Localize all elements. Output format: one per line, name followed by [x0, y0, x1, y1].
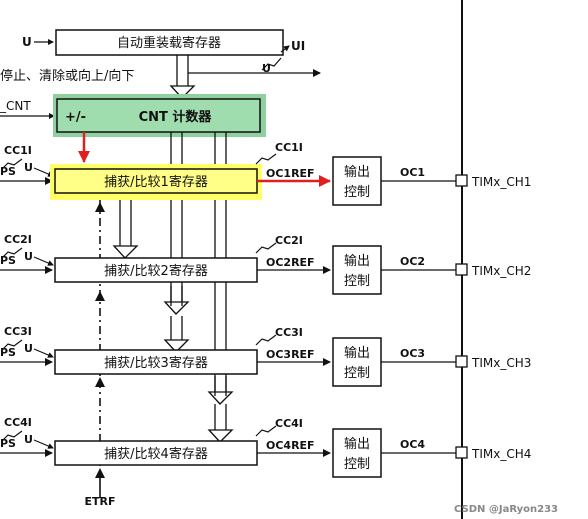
output-control-1: [332, 156, 382, 206]
watermark: CSDN @JaRyon233: [454, 504, 558, 515]
cnt-counter: [56, 98, 261, 133]
pin-label-3: TIMx_CH3: [471, 356, 531, 370]
output-control-label-bottom-1: 控制: [344, 185, 370, 200]
u-label-reg1: U: [24, 161, 33, 174]
pin-label-2: TIMx_CH2: [471, 264, 531, 278]
pin-square-1: [455, 174, 468, 187]
channel-row-4: [0, 425, 468, 478]
output-control-label-bottom-2: 控制: [344, 274, 370, 289]
ocx-label-3: OC3: [400, 347, 425, 360]
ps-label-4: PS: [0, 437, 16, 450]
autoreload-register: [55, 29, 284, 56]
autoreload-label: 自动重装载寄存器: [117, 35, 221, 51]
output-control-label-top-4: 输出: [344, 436, 370, 452]
ccxi-input-label-2: CC2I: [4, 233, 32, 246]
pin-square-4: [455, 446, 468, 459]
ccxi-interrupt-label-3: CC3I: [275, 326, 303, 339]
u-label-ui: U: [262, 62, 271, 75]
capture-compare-register-4: [54, 440, 258, 466]
cnt-prefix-label: _CNT: [0, 99, 31, 113]
output-control-label-top-2: 输出: [344, 253, 370, 269]
output-control-label-top-1: 输出: [344, 164, 370, 180]
ccxi-input-label-1: CC1I: [4, 144, 32, 157]
ui-label: UI: [291, 39, 305, 53]
capture-compare-register-1: [54, 168, 258, 194]
register-label-4: 捕获/比较4寄存器: [104, 446, 208, 462]
ps-label-1: PS: [0, 165, 16, 178]
ccxi-interrupt-label-1: CC1I: [275, 141, 303, 154]
ocx-label-4: OC4: [400, 438, 425, 451]
u-label-autoreload: U: [22, 35, 32, 49]
ccxi-interrupt-label-4: CC4I: [275, 417, 303, 430]
ccxi-interrupt-label-2: CC2I: [275, 234, 303, 247]
ocx-label-2: OC2: [400, 255, 425, 268]
channel-row-3: [0, 334, 468, 387]
register-label-1: 捕获/比较1寄存器: [104, 174, 208, 190]
pin-label-1: TIMx_CH1: [471, 175, 531, 189]
capture-compare-register-3: [54, 349, 258, 375]
register-label-3: 捕获/比较3寄存器: [104, 355, 208, 371]
ps-label-2: PS: [0, 254, 16, 267]
ocref-label-3: OC3REF: [266, 348, 315, 361]
ocx-label-1: OC1: [400, 166, 425, 179]
u-label-reg3: U: [24, 342, 33, 355]
register-label-2: 捕获/比较2寄存器: [104, 263, 208, 279]
ocref-label-1: OC1REF: [266, 167, 315, 180]
ocref-label-4: OC4REF: [266, 439, 315, 452]
ccxi-input-label-3: CC3I: [4, 325, 32, 338]
channel-row-1: [0, 153, 468, 206]
cnt-sign: +/-: [65, 110, 86, 125]
etrf-label: ETRF: [84, 495, 115, 508]
capture-compare-register-2: [54, 257, 258, 283]
pin-label-4: TIMx_CH4: [471, 447, 531, 461]
u-label-reg2: U: [24, 250, 33, 263]
ps-label-3: PS: [0, 346, 16, 359]
stop-clear-label: 停止、清除或向上/向下: [0, 68, 134, 84]
output-control-3: [332, 337, 382, 387]
ocref-label-2: OC2REF: [266, 256, 315, 269]
output-control-label-bottom-3: 控制: [344, 366, 370, 381]
channel-row-2: [0, 242, 468, 295]
output-control-label-top-3: 输出: [344, 345, 370, 361]
u-label-reg4: U: [24, 433, 33, 446]
pin-square-2: [455, 263, 468, 276]
pin-square-3: [455, 355, 468, 368]
ccxi-input-label-4: CC4I: [4, 416, 32, 429]
cnt-label: CNT 计数器: [139, 109, 213, 125]
output-control-label-bottom-4: 控制: [344, 457, 370, 472]
